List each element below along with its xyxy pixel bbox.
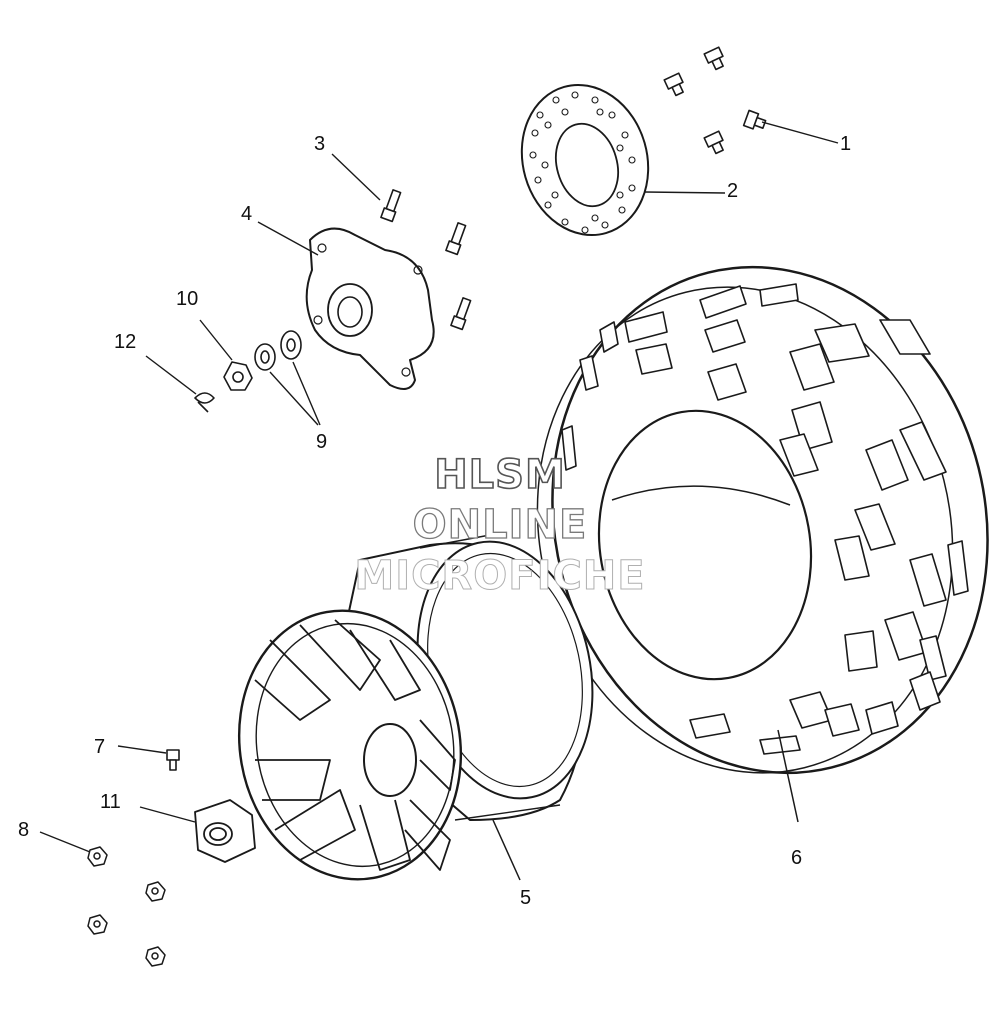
callout-10: 10 xyxy=(176,288,199,310)
rim xyxy=(237,534,594,881)
valve-stem xyxy=(117,745,180,771)
hub-bolts xyxy=(331,153,472,331)
callout-9: 9 xyxy=(316,431,328,453)
lug-nuts xyxy=(39,831,166,967)
castle-nut xyxy=(199,319,253,391)
washers xyxy=(254,330,321,426)
center-cap xyxy=(139,799,256,863)
callout-8: 8 xyxy=(18,819,30,841)
callout-12: 12 xyxy=(114,331,137,353)
brake-disc xyxy=(520,83,726,237)
callout-2: 2 xyxy=(727,180,739,202)
callout-11: 11 xyxy=(100,791,121,813)
callout-7: 7 xyxy=(94,736,106,758)
callout-6: 6 xyxy=(791,847,803,869)
callout-3: 3 xyxy=(314,133,326,155)
callout-4: 4 xyxy=(241,203,253,225)
callout-5: 5 xyxy=(520,887,532,909)
tire xyxy=(536,265,989,823)
cotter-pin xyxy=(145,355,215,413)
hub xyxy=(257,221,435,390)
callout-1: 1 xyxy=(840,133,852,155)
disc-bolts xyxy=(663,46,839,155)
